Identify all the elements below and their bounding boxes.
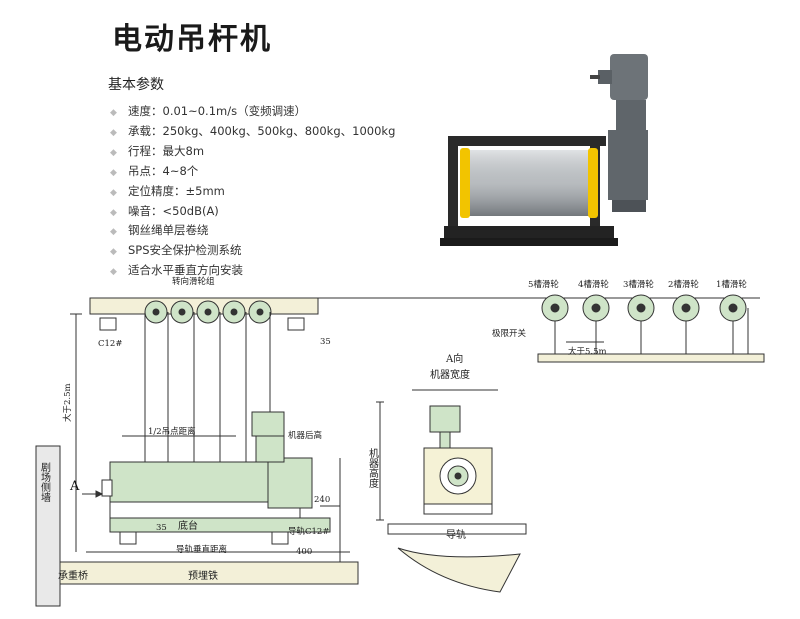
param-text: 行程：最大8m: [128, 143, 205, 158]
winch-machine-photo: [440, 54, 648, 246]
diamond-bullet-icon: ◆: [110, 127, 117, 138]
sheave-label-3: 3槽滑轮: [623, 279, 654, 290]
machine-height-label: 机器高度: [367, 447, 379, 489]
top-pulley-group: [144, 300, 272, 324]
diamond-bullet-icon: ◆: [110, 187, 117, 198]
view-a-label: A向: [445, 352, 463, 365]
param-item: ◆ 吊点：4~8个: [110, 163, 395, 183]
machine-width-label: 机器宽度: [430, 368, 470, 381]
rail-spacing-label: 导轨垂直距离: [176, 544, 227, 555]
param-text: SPS安全保护检测系统: [128, 243, 242, 258]
param-item: ◆ 速度：0.01~0.1m/s（变频调速）: [110, 103, 395, 123]
stage-wall-label: 剧场侧墙: [39, 462, 51, 503]
diamond-bullet-icon: ◆: [110, 247, 117, 258]
param-item: ◆ 定位精度：±5mm: [110, 183, 395, 203]
height-label: 大于2.5m: [62, 383, 73, 422]
params-heading: 基本参数: [108, 77, 164, 93]
param-text: 钢丝绳单层卷绕: [128, 223, 209, 238]
diamond-bullet-icon: ◆: [110, 147, 117, 158]
sheave-row: [541, 294, 747, 322]
sheave-label-2: 2槽滑轮: [668, 279, 699, 290]
sheave-label-4: 4槽滑轮: [578, 279, 609, 290]
dim-400-label: 400: [296, 547, 312, 557]
page-title: 电动吊杆机: [112, 22, 272, 57]
installation-diagram: 转向滑轮组 5槽滑轮 4槽滑轮 3槽滑轮 2槽滑轮 1槽滑轮 极限开关 大于5.…: [35, 276, 765, 607]
hoist-spacing-label: 1/2吊点距离: [148, 426, 196, 437]
param-item: ◆ 钢丝绳单层卷绕: [110, 222, 395, 242]
diamond-bullet-icon: ◆: [110, 167, 117, 178]
dim-35-top-label: 35: [320, 337, 331, 347]
param-text: 吊点：4~8个: [128, 163, 199, 178]
pulley-group-label: 转向滑轮组: [172, 276, 215, 287]
diamond-bullet-icon: ◆: [110, 267, 117, 278]
base-label: 底台: [178, 519, 198, 532]
param-text: 定位精度：±5mm: [128, 183, 225, 198]
sheave-label-5: 5槽滑轮: [528, 279, 559, 290]
rail-c12-label: 导轨C12#: [288, 526, 329, 537]
c12-top-label: C12#: [98, 339, 122, 349]
params-list: ◆ 速度：0.01~0.1m/s（变频调速） ◆ 承载：250kg、400kg、50…: [110, 103, 395, 282]
rail-label: 导轨: [446, 528, 466, 541]
param-text: 适合水平垂直方向安装: [128, 263, 243, 278]
diamond-bullet-icon: ◆: [110, 227, 117, 238]
arrow-a-label: A: [69, 479, 80, 494]
param-item: ◆ SPS安全保护检测系统: [110, 242, 395, 262]
diamond-bullet-icon: ◆: [110, 207, 117, 218]
param-text: 承载：250kg、400kg、500kg、800kg、1000kg: [128, 123, 396, 138]
sheave-gap-label: 大于5.5m: [568, 346, 607, 357]
embedded-iron-label: 预埋铁: [188, 569, 218, 582]
param-item: ◆ 行程：最大8m: [110, 143, 395, 163]
bridge-label: 承重桥: [58, 569, 88, 582]
param-text: 速度：0.01~0.1m/s（变频调速）: [128, 104, 307, 118]
param-item: ◆ 承载：250kg、400kg、500kg、800kg、1000kg: [110, 123, 395, 143]
dim-240-label: 240: [314, 495, 330, 505]
diamond-bullet-icon: ◆: [110, 108, 117, 118]
param-item: ◆ 适合水平垂直方向安装: [110, 262, 395, 282]
limit-switch-label: 极限开关: [492, 328, 527, 339]
machine-rear-label: 机器后高: [288, 430, 322, 441]
param-text: 噪音：<50dB(A): [128, 203, 219, 218]
dim-35-label: 35: [156, 523, 167, 533]
param-item: ◆ 噪音：<50dB(A): [110, 203, 395, 223]
sheave-label-1: 1槽滑轮: [716, 279, 747, 290]
